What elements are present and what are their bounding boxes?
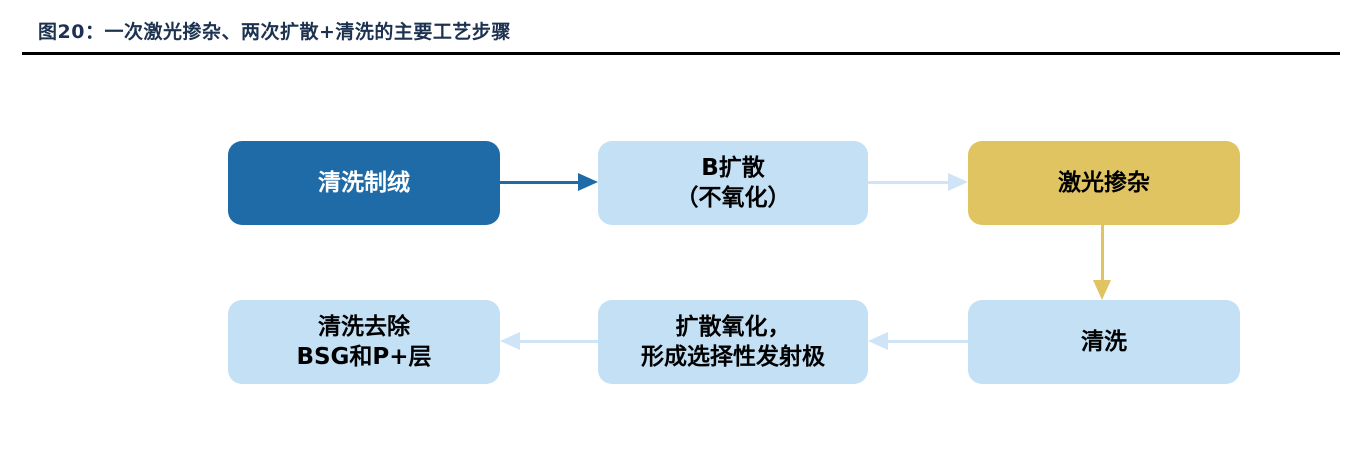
title-divider (22, 52, 1340, 55)
flow-node-diffusion-oxidation[interactable]: 扩散氧化， 形成选择性发射极 (598, 300, 868, 384)
arrow-head (948, 173, 968, 191)
arrow-shaft (888, 340, 968, 343)
flow-node-label: 清洗去除 BSG和P+层 (296, 313, 432, 370)
flow-node-label: 激光掺杂 (1058, 169, 1150, 196)
flow-node-cleaning[interactable]: 清洗 (968, 300, 1240, 384)
flow-node-label: B扩散 （不氧化） (675, 154, 791, 211)
arrow-down-icon (1090, 225, 1116, 300)
arrow-head (500, 332, 520, 350)
flow-node-laser-doping[interactable]: 激光掺杂 (968, 141, 1240, 225)
arrow-head (1093, 280, 1111, 300)
page-title: 图20：一次激光掺杂、两次扩散+清洗的主要工艺步骤 (38, 21, 511, 43)
arrow-shaft (1101, 225, 1104, 282)
arrow-shaft (500, 181, 580, 184)
arrow-right-icon (500, 170, 598, 196)
arrow-head (578, 173, 598, 191)
flow-node-clean-texture[interactable]: 清洗制绒 (228, 141, 500, 225)
arrow-left-icon (500, 329, 598, 355)
flow-node-remove-bsg[interactable]: 清洗去除 BSG和P+层 (228, 300, 500, 384)
arrow-shaft (868, 181, 950, 184)
arrow-head (868, 332, 888, 350)
flow-node-b-diffusion[interactable]: B扩散 （不氧化） (598, 141, 868, 225)
flow-node-label: 清洗 (1081, 328, 1127, 355)
arrow-left-icon (868, 329, 968, 355)
flowchart-canvas: 清洗制绒 B扩散 （不氧化） 激光掺杂 清洗 扩散氧化， 形成选择性发射极 清洗… (0, 60, 1365, 454)
arrow-right-icon (868, 170, 968, 196)
arrow-shaft (520, 340, 598, 343)
figure-header: 图20：一次激光掺杂、两次扩散+清洗的主要工艺步骤 (0, 0, 1365, 60)
flow-node-label: 扩散氧化， 形成选择性发射极 (641, 313, 825, 370)
flow-node-label: 清洗制绒 (318, 169, 410, 196)
